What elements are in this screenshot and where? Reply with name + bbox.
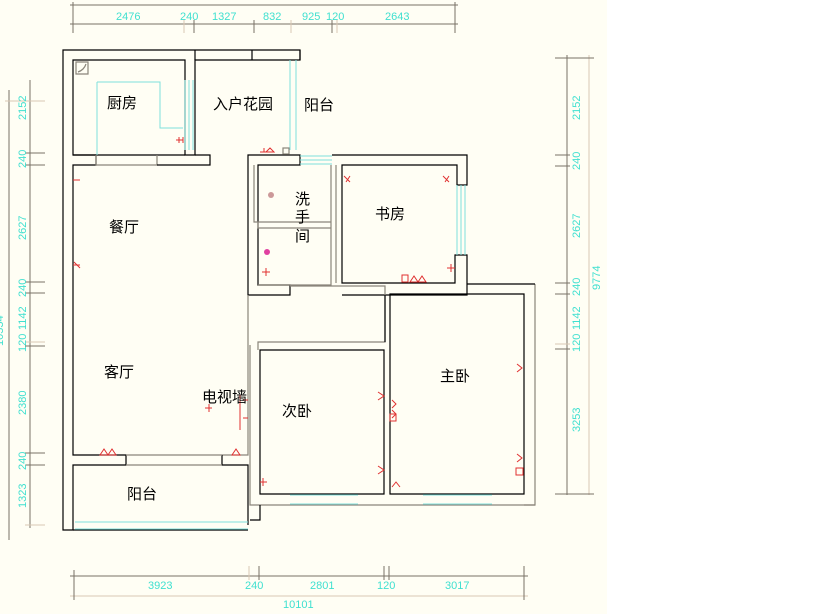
dim-left-8: 240 — [17, 452, 29, 470]
dim-right-4: 240 — [571, 278, 583, 296]
floor-plan-drawing: 2476 240 1327 832 925 120 2643 3923 240 … — [0, 2, 603, 611]
kitchen-corner-fixture — [75, 61, 89, 75]
room-label-dining: 餐厅 — [109, 218, 139, 236]
dim-bottom-5: 3017 — [445, 580, 469, 592]
windows — [75, 60, 492, 530]
dim-right-total: 9774 — [591, 266, 603, 290]
dim-bottom-total: 10101 — [283, 599, 314, 611]
dim-left-7: 2380 — [17, 391, 29, 415]
dim-top-7: 2643 — [385, 11, 409, 23]
dim-left-5: 1142 — [17, 306, 29, 330]
room-label-tv-wall: 电视墙 — [202, 388, 247, 406]
room-label-living: 客厅 — [104, 363, 134, 381]
room-label-balcony-bottom: 阳台 — [127, 485, 157, 503]
dim-left-total: 10554 — [0, 315, 6, 346]
room-label-balcony-top: 阳台 — [304, 96, 334, 114]
dim-right-6: 120 — [571, 334, 583, 352]
dim-bottom-4: 120 — [377, 580, 395, 592]
room-label-kitchen: 厨房 — [107, 94, 137, 112]
room-label-second-bedroom: 次卧 — [282, 402, 312, 420]
dim-bottom-1: 3923 — [148, 580, 172, 592]
dim-right-5: 1142 — [571, 306, 583, 330]
walls — [62, 49, 536, 531]
dim-top-3: 1327 — [212, 11, 236, 23]
dim-top-1: 2476 — [116, 11, 140, 23]
dim-bottom-2: 240 — [245, 580, 263, 592]
dim-right-1: 2152 — [571, 96, 583, 120]
room-label-master-bedroom: 主卧 — [440, 367, 470, 385]
dim-right-3: 2627 — [571, 214, 583, 238]
dim-left-1: 2152 — [17, 96, 29, 120]
room-label-entry-garden: 入户花园 — [213, 95, 273, 113]
room-label-washroom-1: 洗 — [295, 190, 310, 208]
dim-left-9: 1323 — [17, 484, 29, 508]
dim-right-7: 3253 — [571, 408, 583, 432]
room-label-washroom-2: 手 — [295, 208, 310, 226]
right-dimension-line: 2152 240 2627 240 1142 120 3253 9774 — [555, 55, 603, 495]
dim-top-4: 832 — [263, 11, 281, 23]
dim-left-4: 240 — [17, 279, 29, 297]
dim-bottom-3: 2801 — [310, 580, 334, 592]
dim-top-6: 120 — [326, 11, 344, 23]
floor-plan-canvas: 2476 240 1327 832 925 120 2643 3923 240 … — [0, 0, 607, 614]
dim-right-2: 240 — [571, 152, 583, 170]
room-label-study: 书房 — [375, 205, 405, 223]
dim-top-5: 925 — [302, 11, 320, 23]
electrical-symbols — [73, 137, 524, 488]
left-dimension-line: 2152 240 2627 240 1142 120 2380 240 1323… — [0, 80, 45, 540]
room-label-washroom-3: 间 — [295, 227, 310, 245]
dim-left-3: 2627 — [17, 216, 29, 240]
dim-left-2: 240 — [17, 150, 29, 168]
dim-left-6: 120 — [17, 334, 29, 352]
dim-top-2: 240 — [180, 11, 198, 23]
bottom-dimension-line: 3923 240 2801 120 3017 10101 — [70, 566, 528, 611]
top-dimension-line: 2476 240 1327 832 925 120 2643 — [70, 2, 458, 33]
